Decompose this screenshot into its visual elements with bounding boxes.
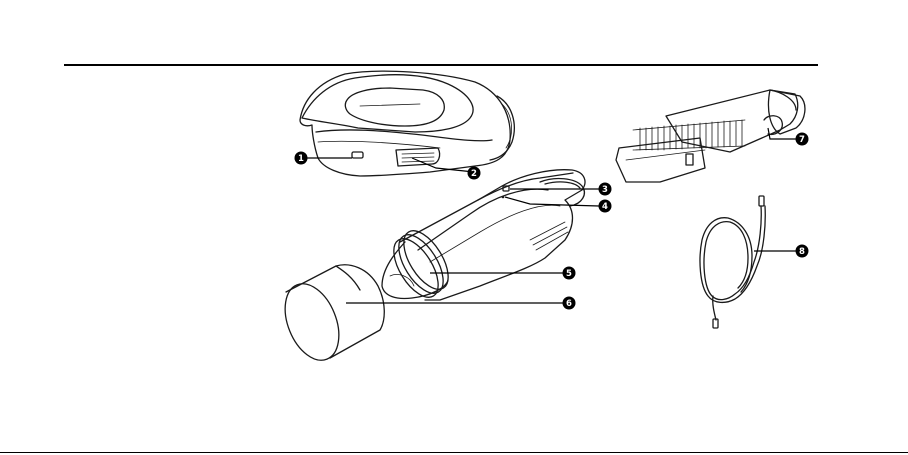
svg-text:7: 7 [799,135,805,145]
svg-text:1: 1 [298,154,304,164]
callout-badge-6: 6 [563,297,576,310]
callout-badge-1: 1 [295,152,308,165]
svg-text:3: 3 [602,185,608,195]
brush-bristles [633,120,745,150]
svg-text:5: 5 [566,269,572,279]
brush-attachment [616,90,805,182]
callout-badge-2: 2 [468,167,481,180]
leader-lines [307,128,796,303]
svg-text:8: 8 [799,247,805,257]
charging-cable [700,196,765,328]
svg-text:2: 2 [471,169,477,179]
callout-badge-4: 4 [599,200,612,213]
nozzle-body [382,170,585,305]
svg-text:6: 6 [566,299,572,309]
filter-cover [275,265,385,368]
callout-badge-3: 3 [599,183,612,196]
callout-badge-5: 5 [563,267,576,280]
leader-4 [505,197,599,206]
callout-badge-7: 7 [796,133,809,146]
vacuum-body [300,71,514,176]
svg-text:4: 4 [602,202,608,212]
callout-badge-8: 8 [796,245,809,258]
